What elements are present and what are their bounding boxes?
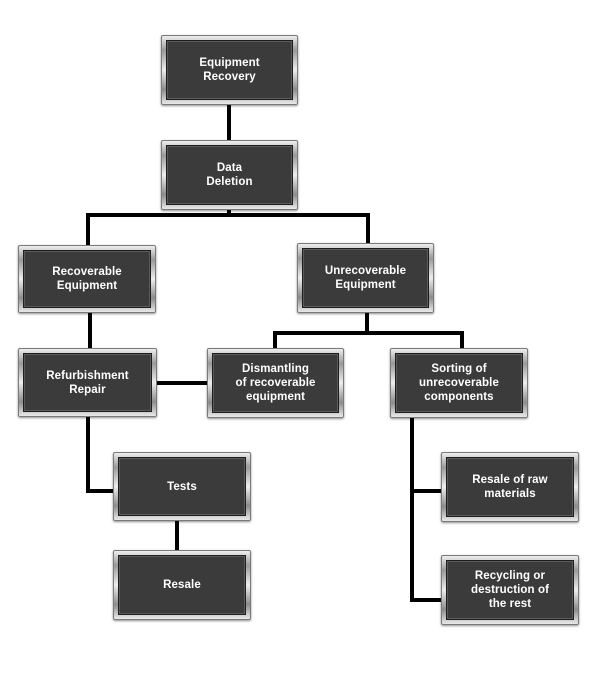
node-data-deletion: Data Deletion (161, 140, 298, 210)
node-resale-raw-materials-label: Resale of raw materials (472, 474, 548, 500)
connector-deletion-branch (86, 208, 370, 247)
connector-sorting-branch (410, 415, 444, 602)
connector-refurbishment-to-tests (86, 415, 117, 493)
node-dismantling: Dismantling of recoverable equipment (207, 348, 344, 418)
node-data-deletion-label: Data Deletion (206, 162, 253, 188)
node-unrecoverable-equipment: Unrecoverable Equipment (297, 243, 434, 313)
node-sorting-label: Sorting of unrecoverable components (419, 363, 499, 403)
node-tests-label: Tests (167, 480, 197, 493)
node-tests: Tests (113, 452, 251, 521)
connector-unrecoverable-branch (273, 311, 464, 352)
node-recycling: Recycling or destruction of the rest (441, 555, 579, 625)
node-recoverable-equipment: Recoverable Equipment (18, 245, 156, 313)
node-dismantling-label: Dismantling of recoverable equipment (235, 363, 316, 403)
node-unrecoverable-equipment-label: Unrecoverable Equipment (324, 265, 407, 291)
node-refurbishment-repair-label: Refurbishment Repair (46, 369, 129, 396)
node-resale: Resale (113, 550, 251, 620)
node-equipment-recovery: Equipment Recovery (161, 35, 298, 105)
node-sorting: Sorting of unrecoverable components (390, 348, 528, 418)
node-recoverable-equipment-label: Recoverable Equipment (52, 266, 122, 292)
node-resale-raw-materials: Resale of raw materials (441, 452, 579, 522)
node-refurbishment-repair: Refurbishment Repair (18, 348, 157, 417)
node-recycling-label: Recycling or destruction of the rest (470, 570, 550, 610)
node-resale-label: Resale (163, 579, 201, 591)
node-equipment-recovery-label: Equipment Recovery (199, 57, 260, 83)
